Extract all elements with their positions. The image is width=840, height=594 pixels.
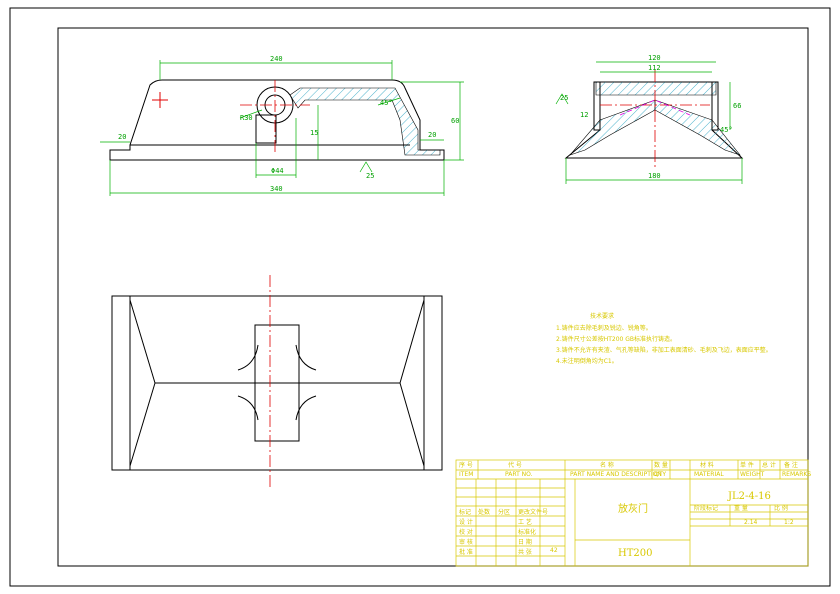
tb-header-qty: 数 量 [654, 461, 668, 469]
title-block: 序 号 代 号 名 称 数 量 材 料 单 件 总 计 备 注 ITEM PAR… [455, 459, 811, 567]
tb-label-process: 工 艺 [518, 518, 532, 526]
inner-frame [57, 27, 809, 567]
top-break-curves [237, 344, 317, 421]
title-block-frame [455, 459, 809, 567]
dim-right-step: 20 [428, 131, 436, 139]
tb-small-label-3: 分区 [498, 508, 510, 516]
tb-sheet-weight-label: 重 量 [734, 504, 748, 512]
side-dim-bottom: 180 [648, 172, 661, 180]
side-dim-roughness: 25 [560, 94, 568, 102]
top-bevel-2 [399, 299, 425, 384]
tb-sheet-count: 42 [550, 547, 558, 554]
side-dim-rib: 12 [580, 111, 588, 119]
leader-radius [239, 109, 263, 119]
tb-small-label-1: 标记 [459, 508, 471, 516]
tb-label-date: 日 期 [518, 538, 532, 546]
side-dim-height: 66 [733, 102, 741, 110]
side-section-hatch [595, 81, 717, 96]
tech-notes: 技术要求 1.铸件应去除毛刺及锐边、锐角等。 2.铸件尺寸公差按HT200 GB… [556, 312, 772, 365]
tb-weight: 2.14 [744, 519, 758, 526]
tb-drawing-no: JL2-4-16 [727, 491, 771, 502]
tb-small-label-2: 处数 [478, 508, 490, 516]
side-dim-inner: 112 [648, 64, 661, 72]
dim-bore: Φ44 [271, 167, 284, 175]
tb-header-item-en: ITEM [459, 471, 473, 478]
tech-notes-title: 技术要求 [590, 312, 614, 320]
top-bevel-1 [129, 299, 156, 384]
dim-roughness-front: 25 [366, 172, 374, 180]
tb-header-qty-en: QTY [654, 471, 666, 478]
tech-note-4: 4.未注明倒角均为C1。 [556, 357, 618, 365]
tb-header-material-en: MATERIAL [694, 471, 724, 478]
tb-label-review: 审 核 [459, 538, 473, 546]
leader-slope [377, 97, 401, 106]
dim-left-step: 20 [118, 133, 126, 141]
front-section-hatch [289, 87, 441, 156]
side-dim-top: 120 [648, 54, 661, 62]
dim-top-width: 240 [270, 55, 283, 63]
side-left-lug [593, 81, 601, 131]
tb-label-approve: 批 准 [459, 548, 473, 556]
side-view: 120 112 180 66 12 45° 25 [555, 54, 744, 184]
roughness-symbol-side [555, 93, 569, 105]
top-bevel-4 [399, 382, 425, 467]
tb-label-sheets: 共 张 [518, 548, 532, 556]
tech-note-2: 2.铸件尺寸公差按HT200 GB标准执行铸造。 [556, 335, 676, 343]
dim-bottom-width: 340 [270, 185, 283, 193]
roughness-symbol-front [359, 161, 373, 173]
tb-header-item: 序 号 [459, 461, 473, 469]
side-dim-angle: 45° [720, 126, 733, 134]
dim-slope: 45° [380, 99, 393, 107]
tb-label-check: 校 对 [459, 528, 473, 536]
tb-header-remarks: 备 注 [784, 461, 798, 469]
tb-header-code: 代 号 [508, 461, 522, 469]
dim-height: 60 [451, 117, 459, 125]
tb-material: HT200 [618, 548, 652, 559]
tech-note-1: 1.铸件应去除毛刺及锐边、锐角等。 [556, 324, 652, 332]
side-hidden-lines [619, 99, 691, 116]
tb-scale: 1:2 [784, 519, 794, 526]
tb-header-remarks-en: REMARKS [782, 471, 811, 478]
boss-block [255, 114, 277, 144]
dim-radius: R30 [240, 114, 253, 122]
tb-small-label-4: 更改文件号 [518, 508, 548, 516]
tb-header-total: 总 计 [762, 461, 776, 469]
side-hatch-left [569, 99, 656, 156]
outer-border [9, 7, 831, 587]
tb-label-standard: 标准化 [518, 528, 536, 536]
tb-part-name: 放灰门 [618, 502, 648, 515]
dim-inner-height: 15 [310, 129, 318, 137]
tb-header-name-en: PART NAME AND DESCRIPTION [570, 471, 662, 478]
top-slot [254, 324, 300, 442]
tb-sheet-scale-label: 比 例 [774, 504, 788, 512]
tb-header-name: 名 称 [600, 461, 614, 469]
top-bevel-3 [129, 382, 156, 467]
top-view [111, 275, 443, 490]
tb-header-code-en: PART NO. [505, 471, 533, 478]
tb-header-weight-en: WEIGHT [740, 471, 765, 478]
tech-note-3: 3.铸件不允许有夹渣、气孔等缺陷，非加工表面清砂、毛刺及飞边，表面应平整。 [556, 346, 772, 354]
tb-sheet-stage: 阶段标记 [694, 504, 718, 512]
tb-header-unit: 单 件 [740, 461, 754, 469]
tb-label-design: 设 计 [459, 518, 473, 526]
side-right-lug [711, 81, 719, 131]
front-view: 240 340 60 15 Φ44 20 20 R30 45° 25 [100, 55, 464, 196]
tb-header-material: 材 料 [700, 461, 714, 469]
